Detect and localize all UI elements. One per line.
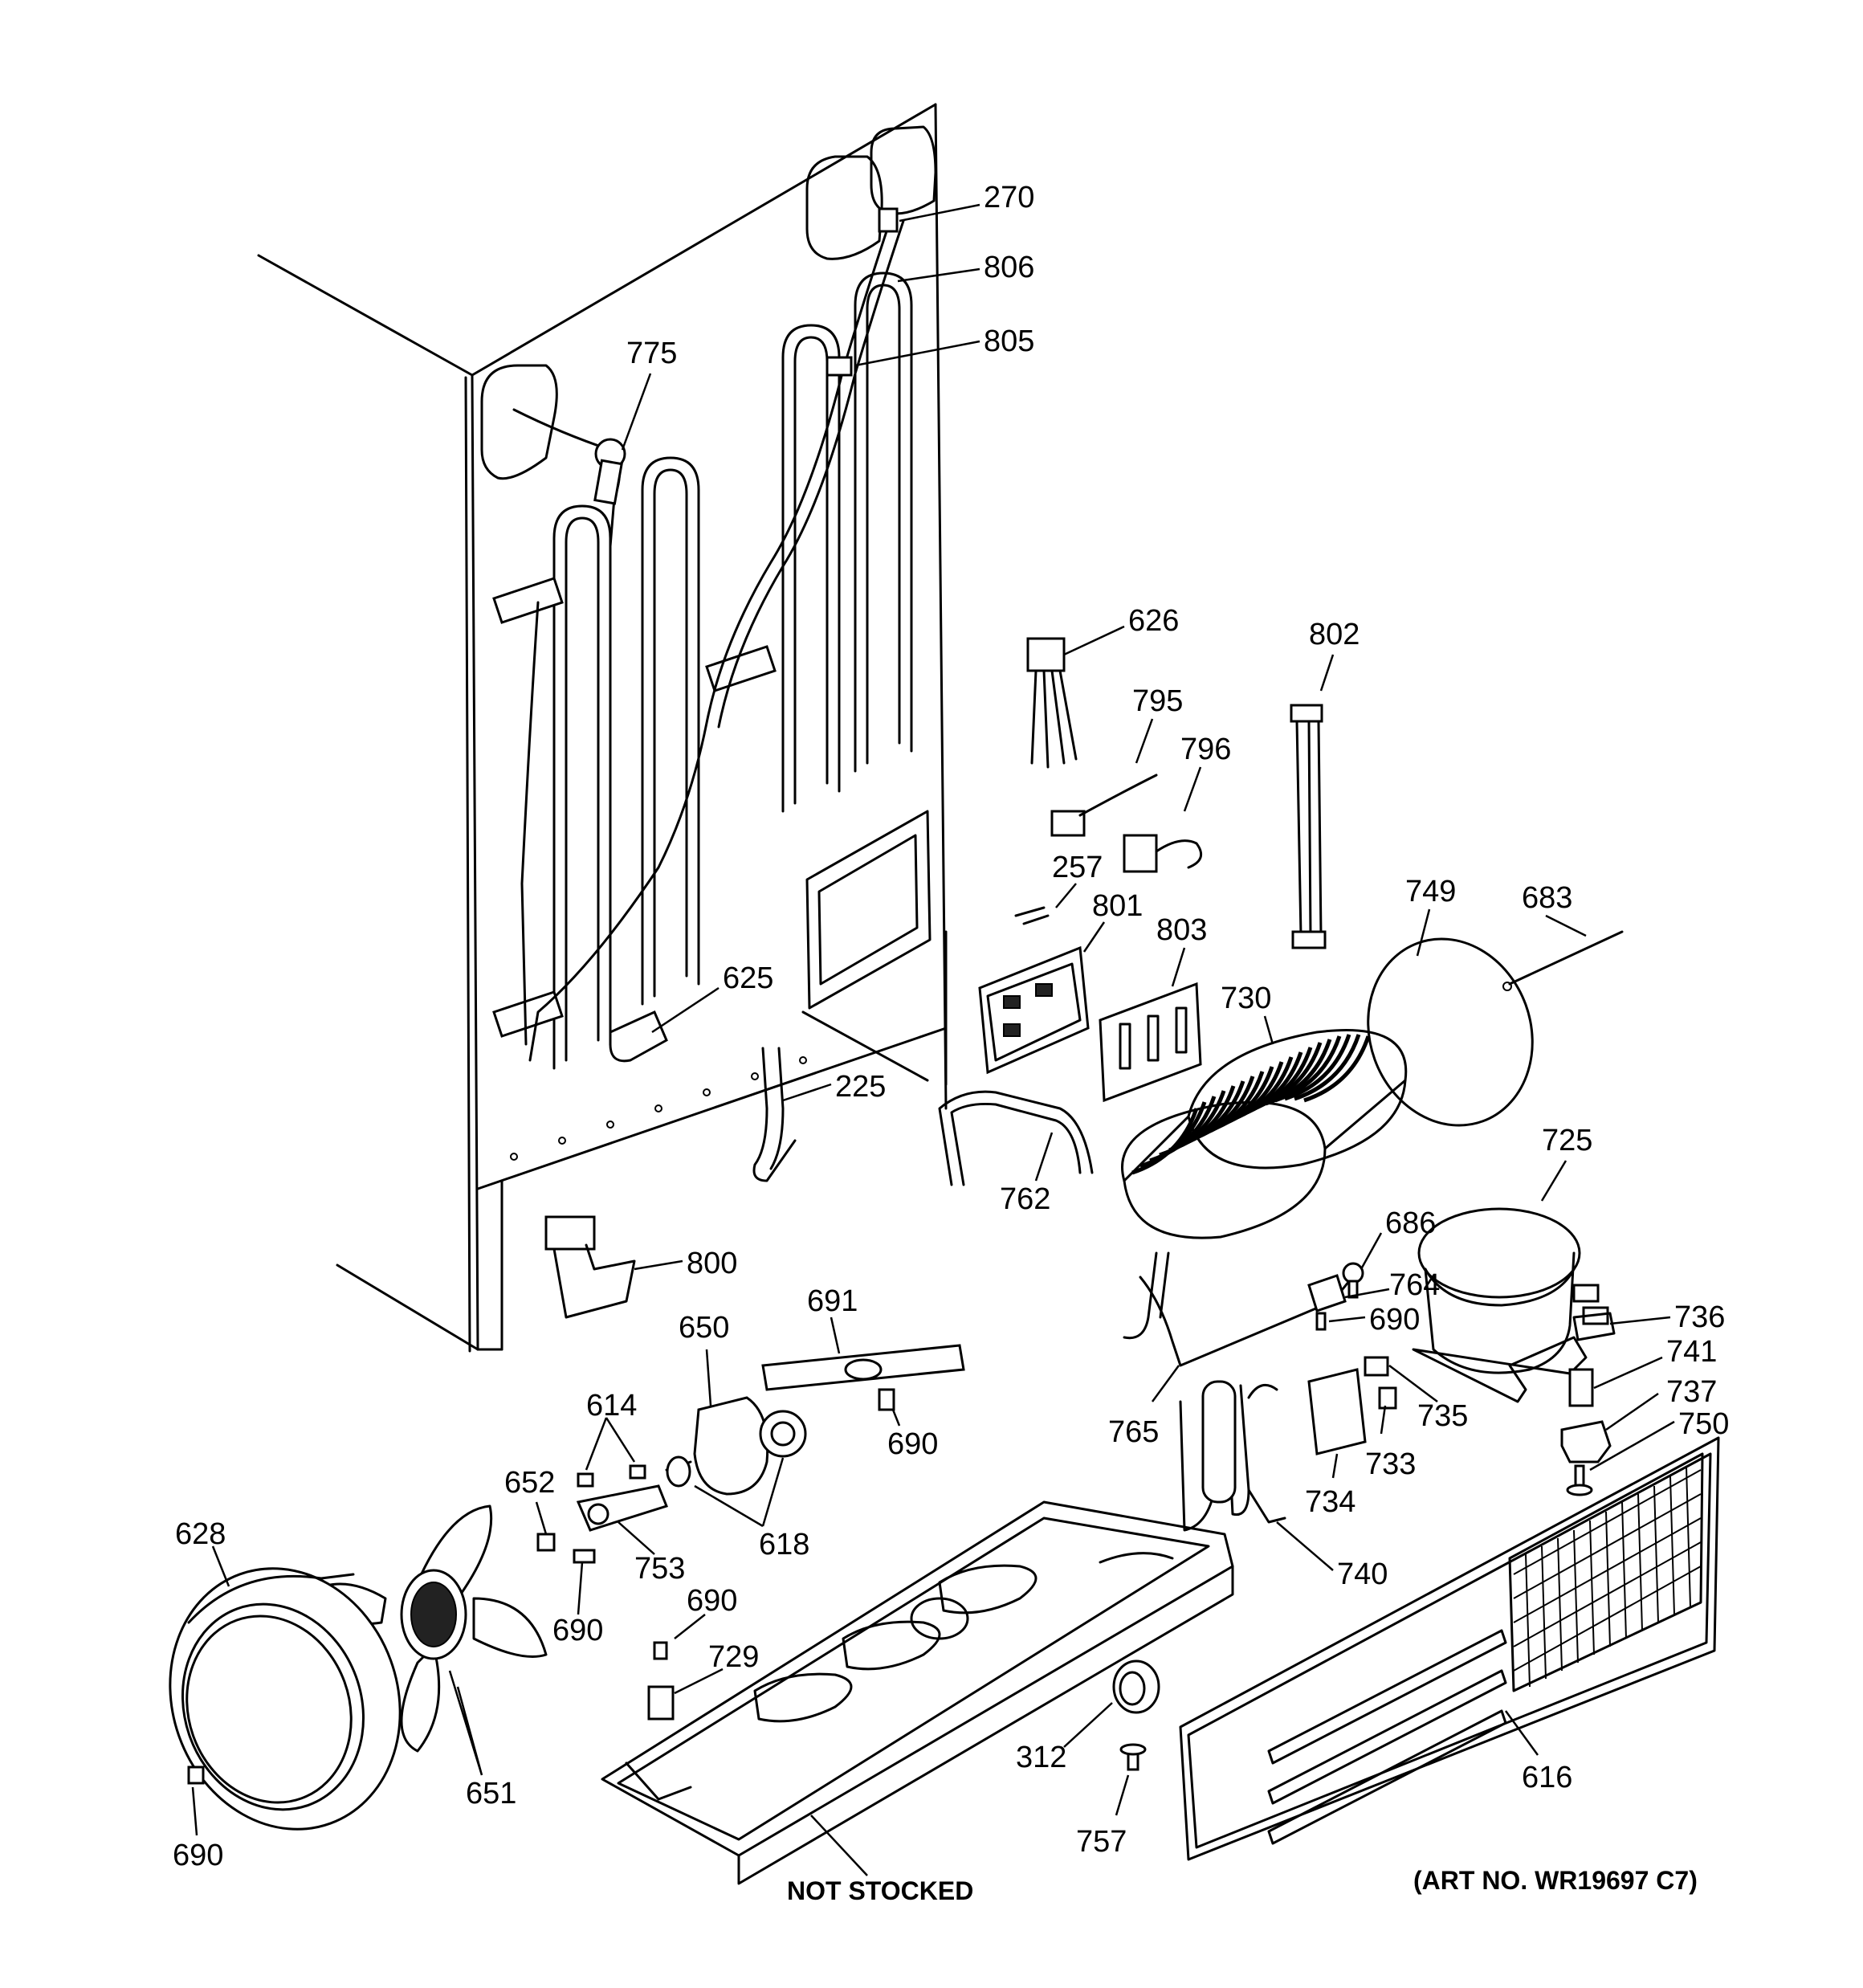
callout-800: 800	[687, 1247, 737, 1280]
callout-614: 614	[586, 1389, 637, 1423]
callout-806: 806	[984, 251, 1034, 284]
callout-805: 805	[984, 325, 1034, 358]
bracket-765	[1139, 1276, 1351, 1367]
tube-762	[938, 1090, 1094, 1186]
callout-652: 652	[504, 1466, 555, 1500]
callout-802: 802	[1309, 618, 1360, 651]
callout-764: 764	[1389, 1268, 1440, 1302]
callout-765: 765	[1108, 1415, 1159, 1449]
callout-683: 683	[1522, 881, 1572, 915]
callout-616: 616	[1522, 1761, 1572, 1794]
base-grille	[1179, 1436, 1720, 1861]
callout-628: 628	[175, 1517, 226, 1551]
callout-730: 730	[1221, 982, 1271, 1015]
callout-757: 757	[1076, 1825, 1127, 1859]
callout-691: 691	[807, 1284, 858, 1318]
callout-312: 312	[1016, 1741, 1066, 1774]
callout-795: 795	[1132, 684, 1183, 718]
callout-734: 734	[1305, 1485, 1355, 1519]
filter-drier	[1179, 1380, 1286, 1532]
callout-225: 225	[835, 1070, 886, 1104]
small-fittings	[1307, 1262, 1612, 1496]
callout-725: 725	[1542, 1124, 1592, 1157]
base-pan-not-stocked	[601, 1500, 1234, 1885]
callout-740: 740	[1337, 1557, 1388, 1591]
callout-270: 270	[984, 181, 1034, 214]
callout-775: 775	[626, 337, 677, 370]
callout-690-e: 690	[173, 1839, 223, 1872]
callout-690-a: 690	[1369, 1303, 1420, 1337]
fan-motor-assembly	[536, 1344, 965, 1721]
electrical-parts	[978, 637, 1327, 1103]
callout-733: 733	[1365, 1447, 1416, 1481]
callout-796: 796	[1180, 733, 1231, 766]
callout-labels: 270 806 805 775 626 802 795 796 257 801 …	[173, 181, 1729, 1905]
callout-803: 803	[1156, 913, 1207, 947]
callout-651: 651	[466, 1777, 516, 1810]
callout-257: 257	[1052, 851, 1103, 884]
callout-690-c: 690	[552, 1614, 603, 1647]
callout-736: 736	[1674, 1300, 1725, 1334]
callout-750: 750	[1678, 1407, 1729, 1441]
callout-753: 753	[634, 1552, 685, 1586]
leader-lines	[191, 203, 1675, 1876]
callout-625: 625	[723, 961, 773, 995]
callout-762: 762	[1000, 1182, 1050, 1216]
callout-749: 749	[1405, 875, 1456, 908]
callout-735: 735	[1417, 1399, 1468, 1433]
condenser-cover	[1367, 937, 1534, 1127]
art-number-note: (ART NO. WR19697 C7)	[1413, 1866, 1698, 1895]
condenser-coil	[1121, 1029, 1408, 1340]
callout-801: 801	[1092, 889, 1143, 923]
callout-650: 650	[679, 1311, 729, 1345]
callout-618: 618	[759, 1528, 809, 1561]
callout-626: 626	[1128, 604, 1179, 638]
callout-741: 741	[1666, 1335, 1717, 1369]
cabinet-back-panel	[257, 103, 948, 1353]
callout-729: 729	[708, 1640, 759, 1674]
tie-wrap	[1508, 930, 1624, 986]
callout-690-b: 690	[887, 1427, 938, 1461]
grommet-and-screw	[1112, 1659, 1160, 1771]
compressor	[1412, 1207, 1616, 1403]
callout-686: 686	[1385, 1206, 1436, 1240]
fan-shroud	[169, 1567, 402, 1831]
callout-737: 737	[1666, 1375, 1717, 1409]
drain-tube	[752, 1047, 797, 1182]
not-stocked-note: NOT STOCKED	[787, 1876, 973, 1905]
callout-690-d: 690	[687, 1584, 737, 1618]
